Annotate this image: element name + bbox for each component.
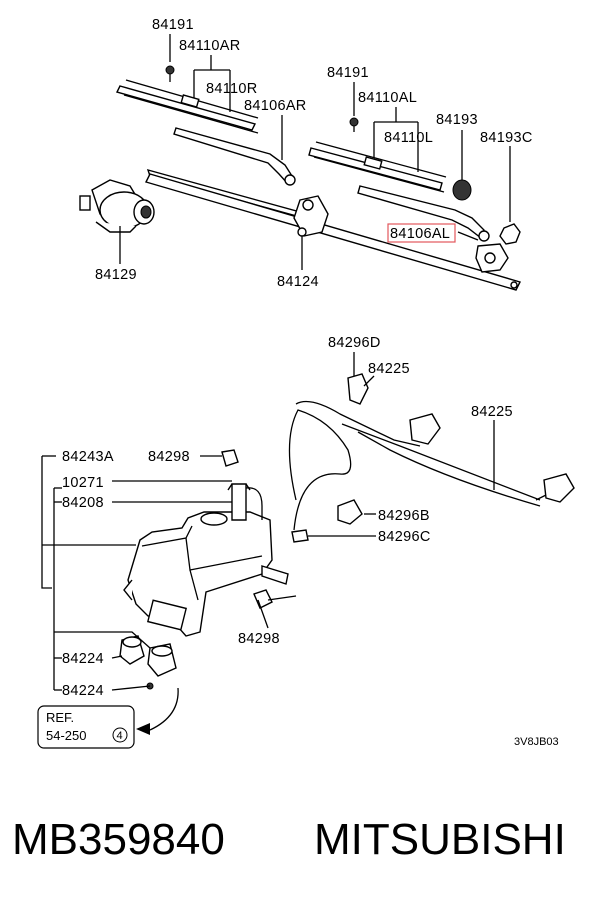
label-84191-right: 84191	[152, 17, 194, 33]
label-84110R: 84110R	[206, 81, 258, 97]
label-84296D: 84296D	[328, 335, 381, 351]
label-84224-lower: 84224	[62, 683, 104, 699]
washer-tank	[123, 483, 289, 637]
label-10271: 10271	[62, 475, 104, 491]
washer-nozzle-right	[543, 473, 575, 503]
diagram-code: 3V8JB03	[514, 736, 559, 748]
label-84191-left: 84191	[327, 65, 369, 81]
pivot-cap	[452, 179, 472, 201]
reference-text-line2: 54-250	[46, 728, 86, 743]
washer-hoses	[288, 400, 549, 531]
label-84225-upper: 84225	[368, 361, 410, 377]
washer-pump-1	[119, 635, 145, 665]
hose-joint-84296B	[337, 499, 363, 525]
wiper-blade-right	[115, 79, 259, 134]
reference-text-line1: REF.	[46, 710, 74, 725]
label-84298-upper: 84298	[148, 449, 190, 465]
wiper-arm-right	[173, 127, 296, 186]
hose-joint-84296D	[347, 373, 369, 405]
leader-lines-upper	[119, 34, 511, 270]
label-84298-lower: 84298	[238, 631, 280, 647]
washer-nozzle-left	[409, 413, 441, 445]
clip-84298-upper	[221, 449, 239, 467]
label-84106AL: 84106AL	[390, 226, 450, 242]
reference-box: REF. 54-250 4	[37, 705, 135, 749]
leader-lines-lower	[41, 352, 495, 691]
wiper-motor	[79, 179, 155, 233]
pivot-nut	[499, 223, 521, 245]
bolt-right	[165, 65, 175, 82]
highlight-box	[387, 223, 456, 243]
wiper-linkage	[144, 168, 522, 291]
hose-joint-84296C	[291, 529, 309, 543]
label-84296C: 84296C	[378, 529, 431, 545]
bolt-left	[349, 117, 359, 132]
label-84224-upper: 84224	[62, 651, 104, 667]
label-84110L: 84110L	[384, 130, 433, 146]
brand-name: MITSUBISHI	[314, 815, 566, 864]
label-84124: 84124	[277, 274, 319, 290]
label-84225-right: 84225	[471, 404, 513, 420]
filler-hose	[245, 487, 263, 520]
part-number: MB359840	[12, 815, 225, 864]
clip-84298-lower	[253, 589, 273, 609]
label-84110AR: 84110AR	[179, 38, 241, 54]
label-84193C: 84193C	[480, 130, 533, 146]
wiper-arm-left	[357, 185, 490, 242]
reference-circle-number: 4	[117, 730, 123, 742]
washer-pump-2	[146, 643, 177, 690]
reference-arrow	[136, 687, 179, 735]
label-84296B: 84296B	[378, 508, 430, 524]
label-84208: 84208	[62, 495, 104, 511]
label-84110AL: 84110AL	[358, 90, 417, 106]
label-84243A: 84243A	[62, 449, 114, 465]
label-84193: 84193	[436, 112, 478, 128]
label-84106AR: 84106AR	[244, 98, 307, 114]
label-84129: 84129	[95, 267, 137, 283]
wiper-blade-left	[308, 141, 447, 193]
